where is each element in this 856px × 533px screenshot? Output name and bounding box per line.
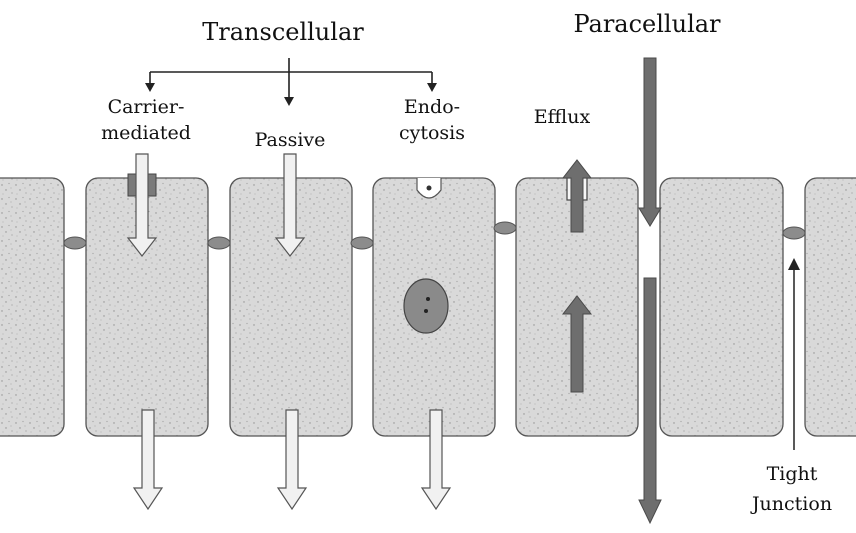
junction-3 [351, 237, 373, 249]
cell-edge-left [0, 178, 64, 436]
tight-junction-label-line1: Tight [767, 463, 818, 485]
endocytosis-label-line1: Endo- [404, 96, 460, 118]
passive-label: Passive [255, 129, 326, 151]
cell-tight-junction [660, 178, 783, 436]
bracket-arrowhead-left [145, 83, 155, 92]
carrier-label-line2: mediated [101, 122, 191, 144]
paracellular-arrow-bottom [639, 278, 661, 523]
junction-5 [783, 227, 805, 239]
efflux-label: Efflux [534, 106, 591, 128]
paracellular-arrow-top [639, 58, 661, 226]
transcellular-label: Transcellular [202, 18, 364, 46]
bracket-arrowhead-middle [284, 97, 294, 106]
tight-junction-label-line2: Junction [750, 493, 832, 515]
paracellular-label: Paracellular [573, 10, 721, 38]
tight-junction-pointer-head [788, 258, 800, 270]
junction-1 [64, 237, 86, 249]
junction-2 [208, 237, 230, 249]
transcellular-bracket [150, 58, 432, 98]
junction-4 [494, 222, 516, 234]
endocytosis-label-line2: cytosis [399, 122, 465, 144]
carrier-label-line1: Carrier- [108, 96, 185, 118]
nucleus [404, 279, 448, 333]
cell-edge-right [805, 178, 856, 436]
bracket-arrowhead-right [427, 83, 437, 92]
